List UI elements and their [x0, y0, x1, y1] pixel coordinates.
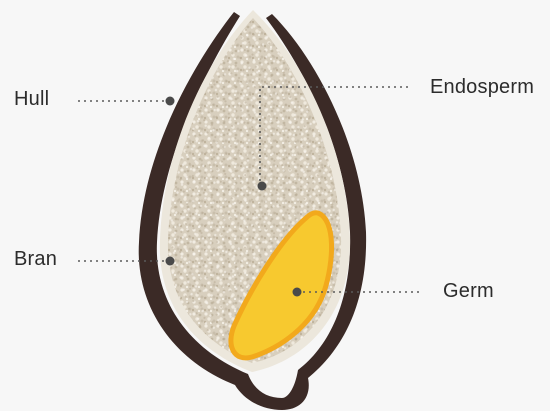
bran-marker [166, 257, 175, 266]
hull-marker [166, 97, 175, 106]
endosperm-label: Endosperm [430, 76, 534, 99]
bran-label: Bran [14, 248, 57, 271]
germ-marker [293, 288, 302, 297]
hull-label: Hull [14, 88, 49, 111]
germ-label: Germ [443, 280, 494, 303]
endosperm-marker [258, 182, 267, 191]
